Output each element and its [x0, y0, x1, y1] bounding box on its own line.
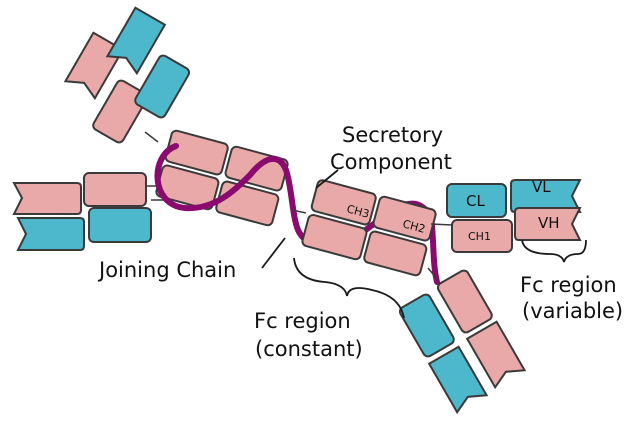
fc-variable-brace	[522, 240, 586, 262]
left-arm-heavy-domain-2	[14, 183, 81, 214]
secretory-label-line-2: Component	[330, 150, 452, 174]
fc-constant-label-line-2: (constant)	[255, 337, 363, 361]
vl-label: VL	[532, 178, 551, 196]
left-arm-light-domain-1	[89, 208, 151, 242]
fc-variable-label-line-1: Fc region	[520, 273, 617, 297]
left-arm-heavy-domain-1	[84, 173, 146, 206]
left-arm	[14, 173, 167, 250]
secretory-label-line-1: Secretory	[342, 123, 443, 147]
cl-label: CL	[466, 192, 485, 210]
top-left-arm	[65, 8, 190, 144]
bottom-right-arm	[398, 268, 524, 412]
vh-label: VH	[538, 214, 560, 232]
fc-variable-label-line-2: (variable)	[522, 299, 623, 323]
joining-chain-leader-line	[262, 238, 285, 268]
fc-constant-label-line-1: Fc region	[254, 309, 351, 333]
ch1-label: CH1	[468, 230, 491, 243]
left-arm-light-domain-2	[18, 218, 84, 250]
joining-chain-label: Joining Chain	[97, 258, 236, 282]
right-arm: CL VL CH1 VH	[447, 178, 580, 252]
